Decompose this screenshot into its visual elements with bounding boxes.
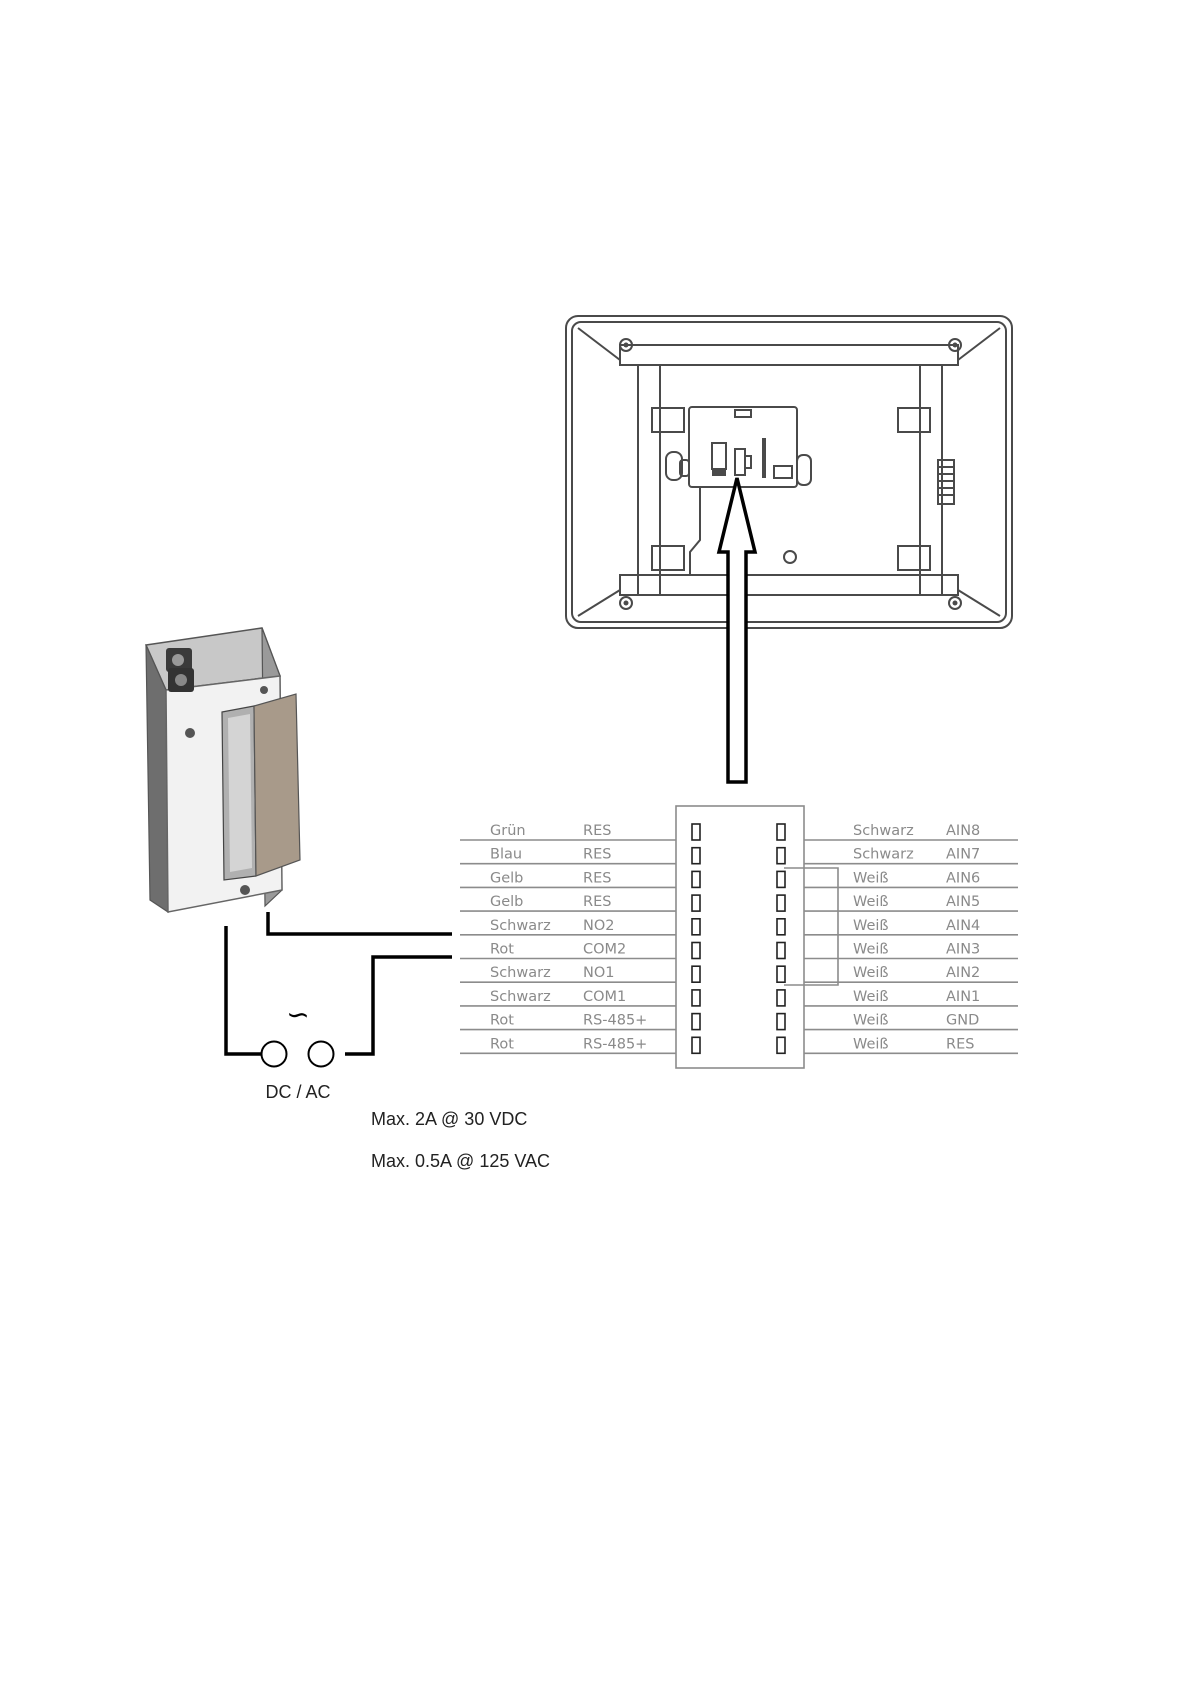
right-pin-10 (777, 1037, 785, 1053)
left-pin-10 (692, 1037, 700, 1053)
supply-terminal-left (262, 1042, 287, 1067)
left-wire-color: Gelb (490, 870, 523, 886)
left-wire-signal: RS-485+ (583, 1036, 647, 1052)
right-wire-signal: AIN5 (946, 894, 980, 910)
left-pin-2 (692, 848, 700, 864)
right-wire-color: Weiß (853, 965, 889, 981)
right-wire-color: Weiß (853, 894, 889, 910)
right-pin-7 (777, 966, 785, 982)
right-wire-color: Weiß (853, 918, 889, 934)
right-pin-6 (777, 943, 785, 959)
left-wire-color: Rot (490, 1036, 514, 1052)
supply-label: DC / AC (265, 1082, 330, 1102)
left-wire-signal: RES (583, 870, 611, 886)
wire-no2 (268, 912, 452, 934)
left-wire-signal: COM2 (583, 942, 626, 958)
left-pin-7 (692, 966, 700, 982)
right-wire-signal: AIN6 (946, 870, 980, 886)
right-wire-color: Schwarz (853, 823, 914, 839)
left-wire-color: Grün (490, 823, 526, 839)
right-pin-9 (777, 1014, 785, 1030)
left-wire-signal: RES (583, 823, 611, 839)
left-wire-signal: NO2 (583, 918, 615, 934)
left-wire-color: Rot (490, 942, 514, 958)
wire-com2 (345, 957, 452, 1054)
left-wire-color: Schwarz (490, 989, 551, 1005)
dc-rating-note: Max. 2A @ 30 VDC (371, 1109, 527, 1129)
right-wire-signal: GND (946, 1013, 979, 1029)
left-pin-9 (692, 1014, 700, 1030)
left-wire-color: Schwarz (490, 918, 551, 934)
right-wire-signal: AIN2 (946, 965, 980, 981)
left-wire-signal: RES (583, 894, 611, 910)
left-pin-1 (692, 824, 700, 840)
right-pin-1 (777, 824, 785, 840)
right-wire-signal: AIN8 (946, 823, 980, 839)
right-wire-signal: AIN7 (946, 847, 980, 863)
left-wire-color: Blau (490, 847, 522, 863)
right-pin-3 (777, 871, 785, 887)
right-wire-color: Weiß (853, 989, 889, 1005)
right-wire-color: Schwarz (853, 847, 914, 863)
supply-terminal-right (309, 1042, 334, 1067)
right-pin-4 (777, 895, 785, 911)
right-pin-8 (777, 990, 785, 1006)
connection-arrow (719, 478, 755, 782)
right-wire-color: Weiß (853, 870, 889, 886)
left-wire-color: Schwarz (490, 965, 551, 981)
right-wire-signal: AIN4 (946, 918, 980, 934)
right-wire-signal: RES (946, 1036, 974, 1052)
supply-symbol: ∽ (286, 998, 309, 1031)
left-pin-3 (692, 871, 700, 887)
left-wire-color: Gelb (490, 894, 523, 910)
left-wire-signal: NO1 (583, 965, 615, 981)
left-wire-signal: COM1 (583, 989, 626, 1005)
right-wire-color: Weiß (853, 942, 889, 958)
left-wire-signal: RES (583, 847, 611, 863)
ac-rating-note: Max. 0.5A @ 125 VAC (371, 1151, 550, 1171)
wire-strike-supply (226, 926, 262, 1054)
left-pin-4 (692, 895, 700, 911)
right-wire-color: Weiß (853, 1036, 889, 1052)
left-pin-8 (692, 990, 700, 1006)
left-wire-color: Rot (490, 1013, 514, 1029)
right-pin-2 (777, 848, 785, 864)
panel-back-icon (566, 316, 1012, 628)
electric-door-strike-icon (146, 628, 300, 912)
left-wire-signal: RS-485+ (583, 1013, 647, 1029)
right-wire-signal: AIN3 (946, 942, 980, 958)
right-pin-5 (777, 919, 785, 935)
right-wire-color: Weiß (853, 1013, 889, 1029)
right-wire-signal: AIN1 (946, 989, 980, 1005)
left-pin-5 (692, 919, 700, 935)
left-pin-6 (692, 943, 700, 959)
